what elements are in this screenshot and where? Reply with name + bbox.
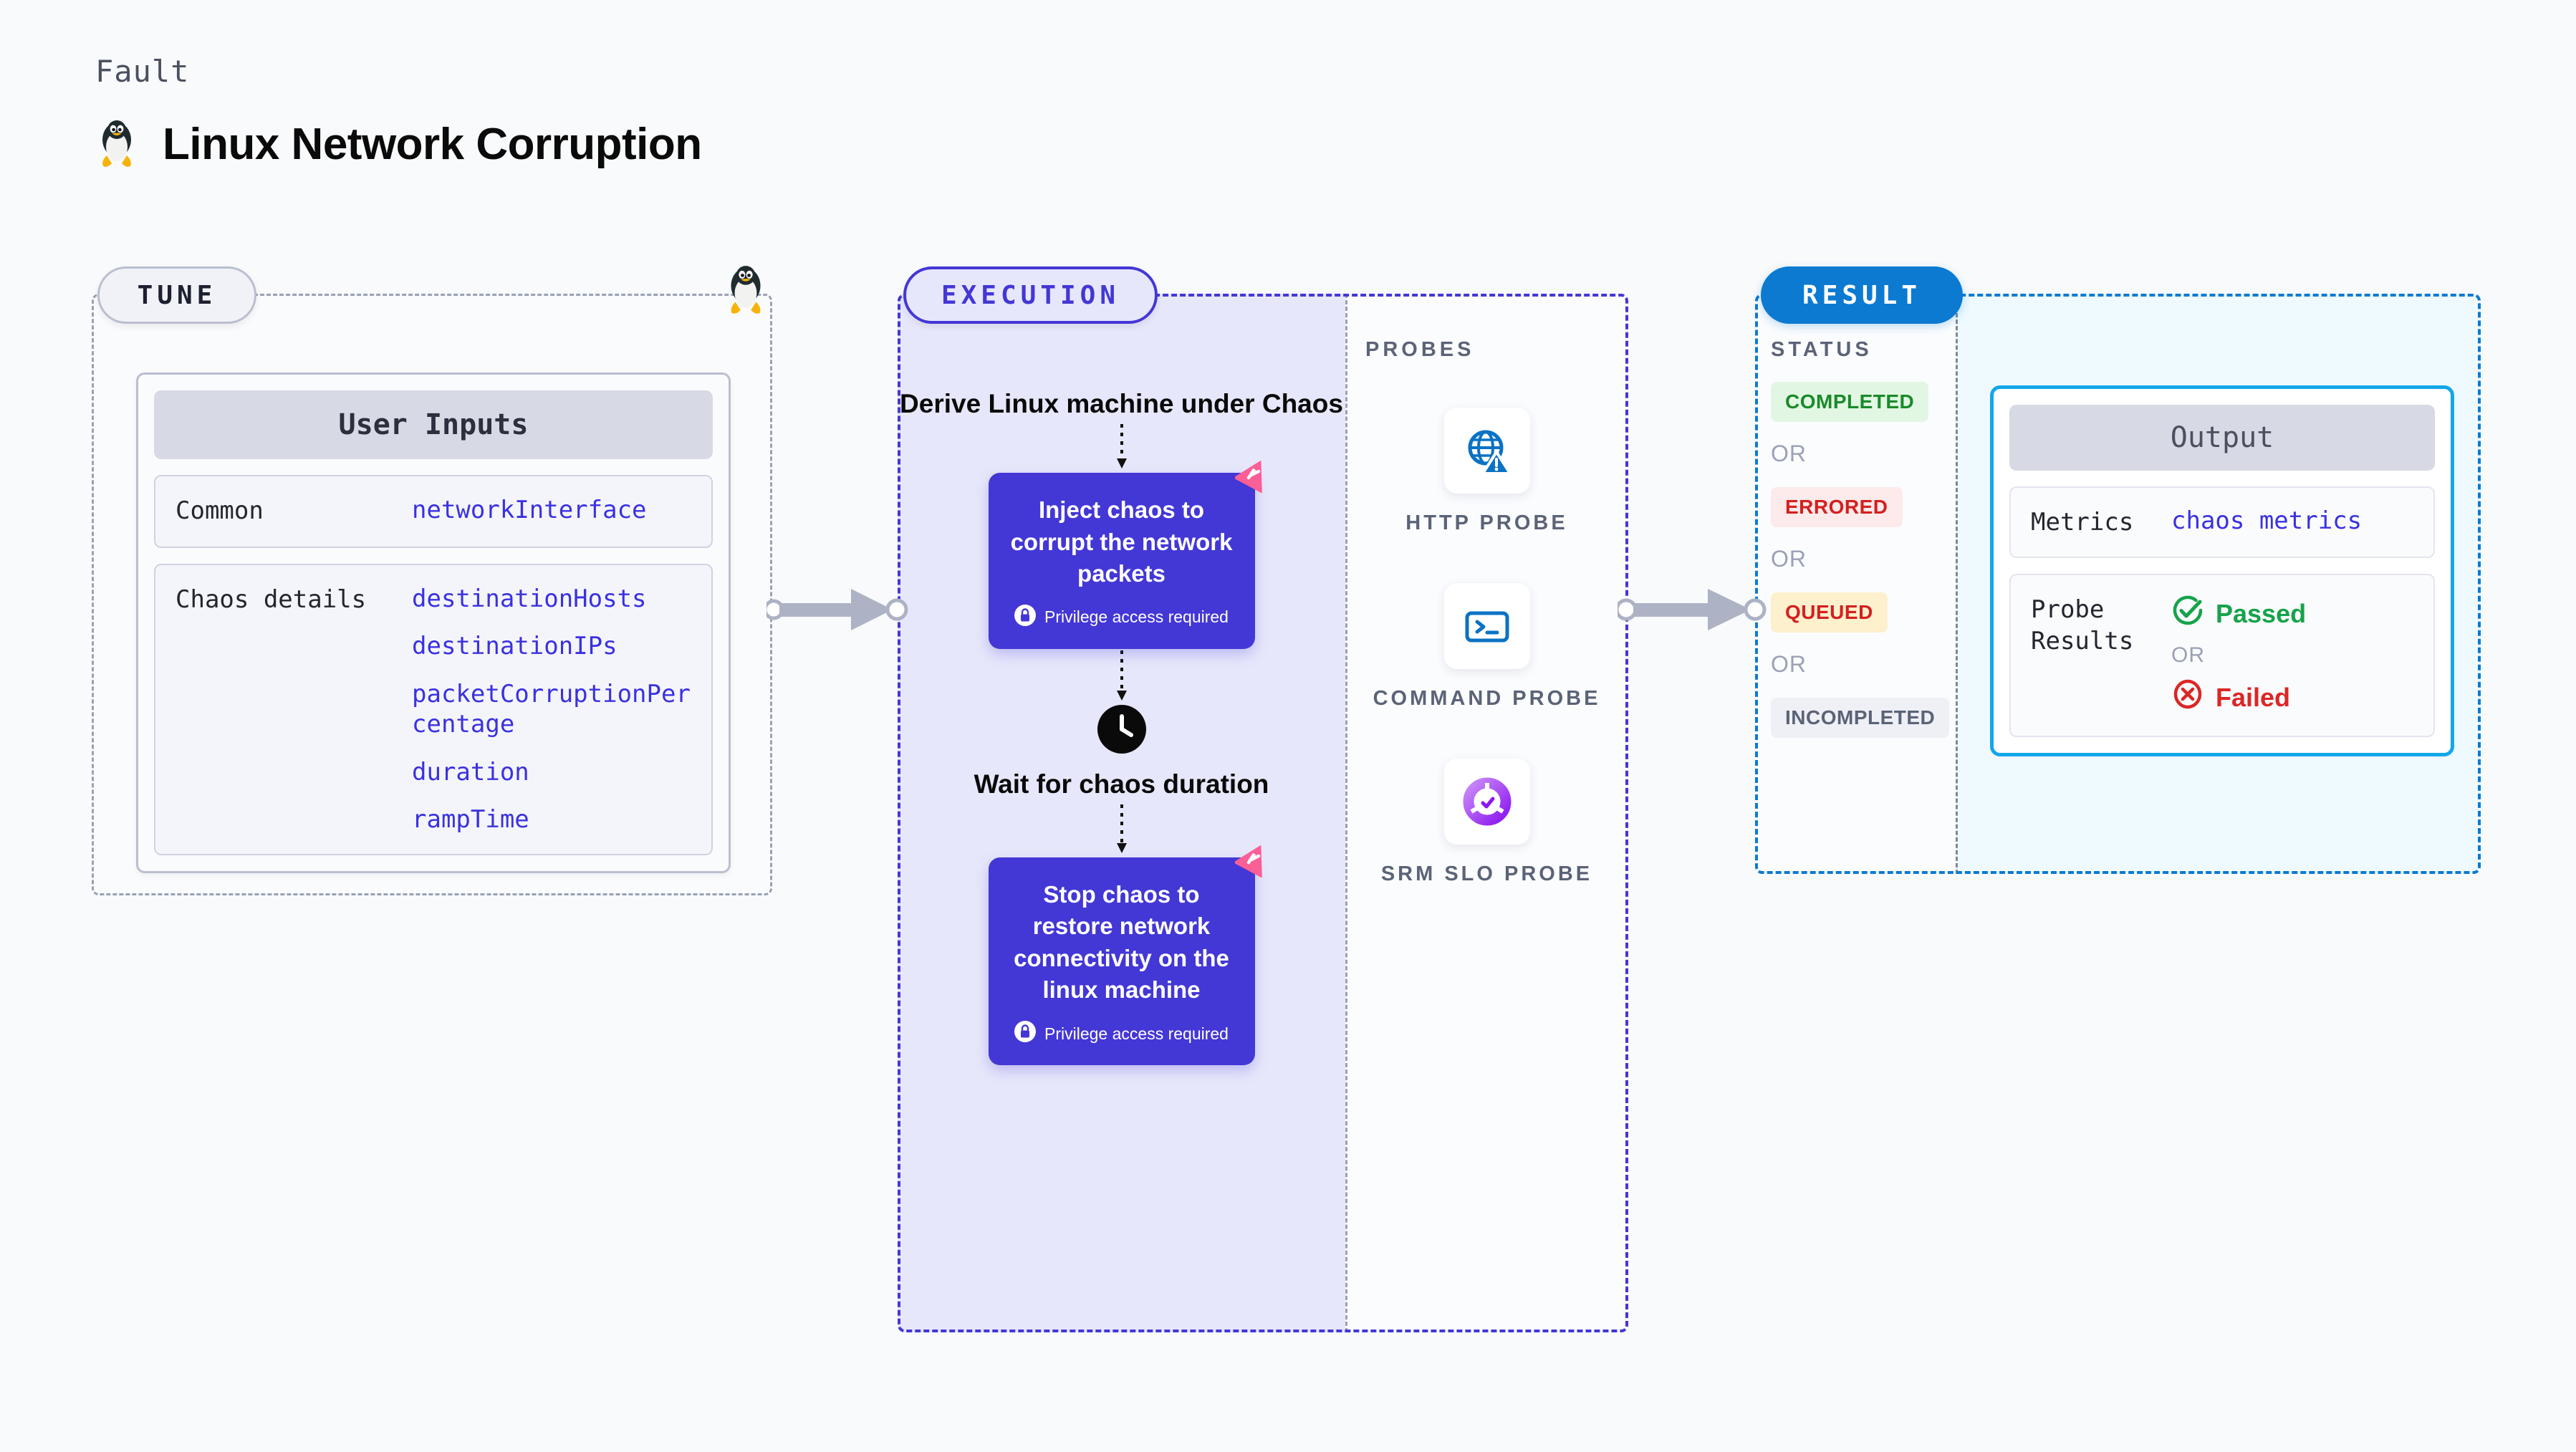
tune-panel: TUNE User Inputs Common networkInterface… <box>92 266 772 895</box>
tune-param: destinationIPs <box>412 632 617 661</box>
tune-row-key: Chaos details <box>176 585 367 614</box>
chaos-badge-icon <box>1232 456 1272 496</box>
page-title: Linux Network Corruption <box>163 119 702 169</box>
verdict-passed: Passed <box>2171 594 2306 633</box>
verdict-passed-label: Passed <box>2216 598 2307 628</box>
page-title-row: Linux Network Corruption <box>95 118 702 170</box>
output-row-key: Metrics <box>2031 508 2134 537</box>
result-panel: RESULT STATUS COMPLETED OR ERRORED OR QU… <box>1755 266 2481 874</box>
probe-srm-slo[interactable]: SRM SLO PROBE <box>1345 759 1628 888</box>
result-panel-border <box>1755 294 2481 874</box>
lock-icon <box>1014 604 1037 630</box>
step-privilege-text: Privilege access required <box>1044 1024 1229 1043</box>
probes-section-label: PROBES <box>1365 338 1475 361</box>
execution-step-inject: Inject chaos to corrupt the network pack… <box>988 460 1262 649</box>
wait-node: Wait for chaos duration <box>898 704 1345 802</box>
verdict-failed-label: Failed <box>2216 682 2291 712</box>
lock-icon <box>1014 1021 1037 1047</box>
step-privilege-text: Privilege access required <box>1044 607 1229 627</box>
execution-pill-label: EXECUTION <box>903 266 1158 324</box>
check-circle-icon <box>2171 594 2204 633</box>
flow-arrow-icon <box>1116 650 1127 701</box>
execution-step-stop: Stop chaos to restore network connectivi… <box>988 845 1262 1066</box>
tux-penguin-icon <box>724 264 768 320</box>
status-or-label: OR <box>1771 651 1807 677</box>
flow-arrow-icon <box>1116 424 1127 469</box>
x-circle-icon <box>2171 678 2204 717</box>
tune-row-values: networkInterface <box>412 495 647 526</box>
status-badge-errored: ERRORED <box>1771 487 1903 527</box>
user-inputs-card: User Inputs Common networkInterface Chao… <box>136 372 731 873</box>
probes-column: PROBES HTTP PROBE <box>1345 294 1628 888</box>
probe-label: COMMAND PROBE <box>1373 687 1601 711</box>
status-or-label: OR <box>1771 441 1807 466</box>
tune-row-values: destinationHosts destinationIPs packetCo… <box>412 584 691 835</box>
output-row-key: Probe Results <box>2031 595 2134 656</box>
execution-panel-border <box>898 294 1628 1332</box>
tune-row-common: Common networkInterface <box>154 475 713 548</box>
verdict-failed: Failed <box>2171 678 2306 717</box>
connector-tune-to-execution <box>763 577 910 645</box>
execution-panel: EXECUTION Derive Linux machine under Cha… <box>898 266 1628 1332</box>
probe-command[interactable]: COMMAND PROBE <box>1345 583 1628 713</box>
tune-param: networkInterface <box>412 496 647 524</box>
output-verdicts: Passed OR Failed <box>2171 594 2306 717</box>
wait-label: Wait for chaos duration <box>974 769 1269 799</box>
fault-eyebrow-label: Fault <box>95 54 190 89</box>
status-badge-completed: COMPLETED <box>1771 382 1929 422</box>
probe-label: HTTP PROBE <box>1405 511 1568 534</box>
clock-icon <box>1097 704 1146 756</box>
output-or-label: OR <box>2171 643 2205 668</box>
probe-label: SRM SLO PROBE <box>1380 862 1593 886</box>
tux-penguin-icon <box>95 118 138 170</box>
output-row-probe-results: Probe Results Passed OR <box>2009 574 2435 738</box>
tune-param: duration <box>412 757 529 787</box>
status-badge-queued: QUEUED <box>1771 592 1888 633</box>
status-or-label: OR <box>1771 546 1807 572</box>
execution-flow: Derive Linux machine under Chaos Inject … <box>898 294 1345 1066</box>
chaos-badge-icon <box>1232 840 1272 881</box>
slo-donut-check-icon <box>1443 759 1530 845</box>
step-title: Stop chaos to restore network connectivi… <box>1014 880 1229 1004</box>
tune-param: packetCorruptionPercentage <box>412 679 691 739</box>
user-inputs-title: User Inputs <box>154 390 713 459</box>
flow-start-label: Derive Linux machine under Chaos <box>900 389 1343 418</box>
output-metrics-value: chaos metrics <box>2171 506 2363 535</box>
status-section-label: STATUS <box>1771 338 1873 361</box>
result-pill-label: RESULT <box>1761 266 1963 324</box>
step-privilege-note: Privilege access required <box>1007 604 1236 630</box>
tune-row-chaos-details: Chaos details destinationHosts destinati… <box>154 563 713 855</box>
output-title: Output <box>2009 405 2435 471</box>
globe-warning-icon <box>1443 408 1530 494</box>
step-privilege-note: Privilege access required <box>1007 1021 1236 1047</box>
status-badge-incompleted: INCOMPLETED <box>1771 698 1950 738</box>
probe-http[interactable]: HTTP PROBE <box>1345 408 1628 537</box>
step-title: Inject chaos to corrupt the network pack… <box>1010 496 1233 587</box>
output-card: Output Metrics chaos metrics Probe Resul… <box>1990 385 2454 757</box>
connector-execution-to-result <box>1615 577 1768 645</box>
flow-arrow-icon <box>1116 804 1127 853</box>
status-column: STATUS COMPLETED OR ERRORED OR QUEUED OR… <box>1755 294 1956 738</box>
terminal-icon <box>1443 583 1530 670</box>
tune-row-key: Common <box>176 496 264 525</box>
tune-param: rampTime <box>412 805 529 835</box>
output-row-metrics: Metrics chaos metrics <box>2009 486 2435 559</box>
tune-param: destinationHosts <box>412 584 647 613</box>
tune-pill-label: TUNE <box>97 266 256 324</box>
